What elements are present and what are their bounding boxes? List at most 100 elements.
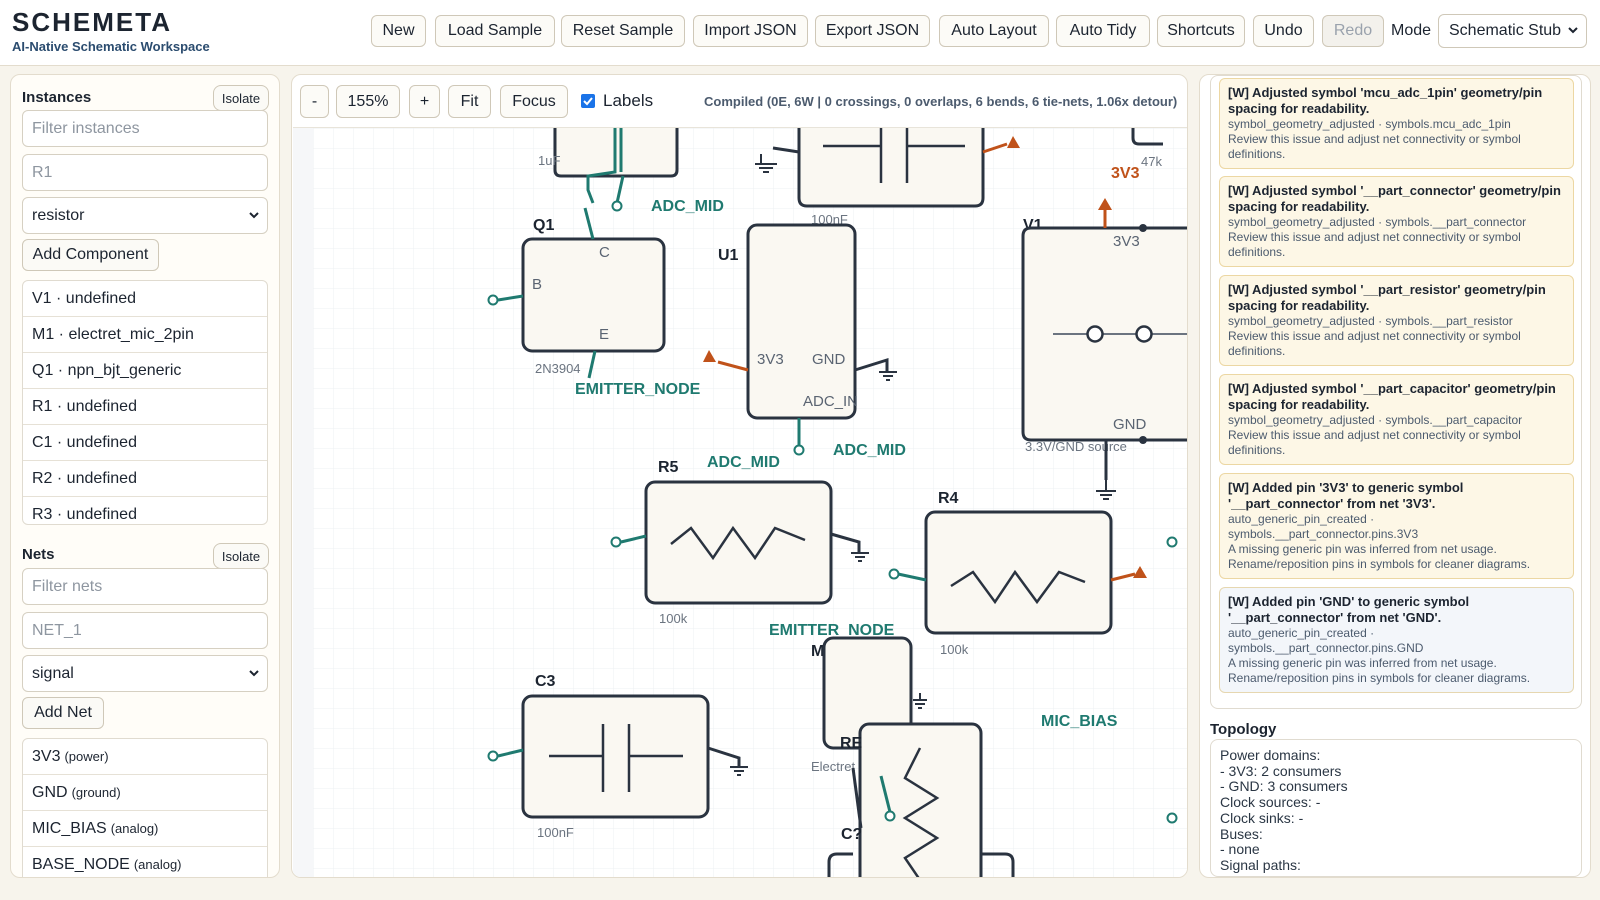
schematic-svg[interactable]: 1uF ADC_MID 100nF 47k 3V3 Q1 — [293, 128, 1188, 878]
auto-tidy-button[interactable]: Auto Tidy — [1056, 15, 1150, 47]
zoom-level-button[interactable]: 155% — [336, 85, 400, 118]
part-value: 100k — [659, 611, 688, 626]
zoom-in-button[interactable]: + — [409, 85, 440, 118]
net-label: MIC_BIAS — [1041, 713, 1118, 730]
net-item-kind: (ground) — [71, 785, 121, 800]
pin-terminal[interactable] — [888, 568, 900, 580]
undo-button[interactable]: Undo — [1253, 15, 1314, 47]
re-resistor[interactable] — [858, 722, 983, 878]
pin-label: 3V3 — [757, 351, 784, 368]
add-net-button[interactable]: Add Net — [22, 697, 104, 729]
net-type-select[interactable]: signal — [22, 655, 268, 692]
pin-label: B — [532, 276, 542, 293]
power-arrow-icon — [703, 350, 716, 362]
issue-card[interactable]: [W] Adjusted symbol '__part_resistor' ge… — [1219, 275, 1574, 366]
issue-hint: Review this issue and adjust net connect… — [1228, 132, 1521, 161]
r5-resistor[interactable]: 100k — [644, 480, 833, 626]
isolate-nets-button[interactable]: Isolate — [213, 543, 269, 569]
right-sidebar: [W] Adjusted symbol 'mcu_adc_1pin' geome… — [1199, 74, 1591, 878]
pin-terminal[interactable] — [487, 294, 499, 306]
pin-label: 3V3 — [1113, 233, 1140, 250]
schematic-canvas[interactable]: 1uF ADC_MID 100nF 47k 3V3 Q1 — [293, 127, 1188, 878]
issue-card[interactable]: [W] Added pin 'GND' to generic symbol '_… — [1219, 587, 1574, 693]
issue-meta: symbol_geometry_adjusted · symbols.__par… — [1228, 314, 1513, 328]
issue-meta: symbol_geometry_adjusted · symbols.mcu_a… — [1228, 117, 1511, 131]
zoom-out-button[interactable]: - — [300, 85, 329, 118]
instance-item[interactable]: R1 · undefined — [23, 389, 267, 425]
instance-item[interactable]: R3 · undefined — [23, 497, 267, 524]
capacitor-top-left[interactable]: 1uF — [538, 128, 679, 178]
q1-transistor[interactable]: C B E 2N3904 — [521, 237, 666, 376]
issue-hint: Review this issue and adjust net connect… — [1228, 329, 1521, 358]
instance-item[interactable]: M1 · electret_mic_2pin — [23, 317, 267, 353]
nets-heading: Nets — [22, 546, 55, 563]
net-item[interactable]: 3V3(power) — [23, 739, 267, 775]
instance-item[interactable]: C1 · undefined — [23, 425, 267, 461]
shortcuts-button[interactable]: Shortcuts — [1157, 15, 1245, 47]
instance-item[interactable]: V1 · undefined — [23, 281, 267, 317]
fit-button[interactable]: Fit — [448, 85, 491, 118]
ref-label: C3 — [535, 673, 556, 690]
wire — [851, 767, 863, 829]
pin-terminal[interactable] — [611, 200, 623, 212]
issue-title: [W] Added pin 'GND' to generic symbol '_… — [1228, 594, 1470, 625]
labels-checkbox[interactable] — [581, 94, 595, 108]
pin-terminal[interactable] — [793, 444, 805, 456]
topology-line: - none — [1220, 841, 1260, 858]
part-value: Electret — [811, 759, 855, 774]
filter-nets-input[interactable]: Filter nets — [22, 568, 268, 605]
net-label: ADC_MID — [707, 454, 780, 471]
pin-terminal[interactable] — [487, 750, 499, 762]
issue-card[interactable]: [W] Added pin '3V3' to generic symbol '_… — [1219, 473, 1574, 579]
net-label: EMITTER_NODE — [575, 381, 701, 398]
net-item[interactable]: BASE_NODE(analog) — [23, 847, 267, 877]
net-name-input[interactable]: NET_1 — [22, 612, 268, 649]
r4-resistor[interactable]: 100k — [924, 510, 1113, 657]
junction-dot — [1139, 224, 1147, 232]
issue-card[interactable]: [W] Adjusted symbol '__part_capacitor' g… — [1219, 374, 1574, 465]
mode-select[interactable]: Schematic Stub — [1438, 14, 1587, 48]
redo-button[interactable]: Redo — [1322, 15, 1384, 47]
issue-card[interactable]: [W] Adjusted symbol 'mcu_adc_1pin' geome… — [1219, 78, 1574, 169]
ground-icon — [913, 693, 927, 709]
net-item[interactable]: MIC_BIAS(analog) — [23, 811, 267, 847]
ground-icon — [851, 552, 869, 562]
pin-terminal[interactable] — [1166, 812, 1178, 824]
wire — [897, 572, 927, 582]
v1-source[interactable]: 3V3 GND 3.3V/GND source — [1021, 226, 1188, 454]
issues-list: [W] Adjusted symbol 'mcu_adc_1pin' geome… — [1210, 75, 1582, 709]
issue-title: [W] Adjusted symbol '__part_capacitor' g… — [1228, 381, 1556, 412]
instance-item[interactable]: R2 · undefined — [23, 461, 267, 497]
new-button[interactable]: New — [371, 15, 426, 47]
issue-title: [W] Adjusted symbol '__part_connector' g… — [1228, 183, 1561, 214]
issue-hint: A missing generic pin was inferred from … — [1228, 542, 1531, 571]
topology-line: Power domains: — [1220, 747, 1321, 763]
export-json-button[interactable]: Export JSON — [815, 15, 930, 47]
reset-sample-button[interactable]: Reset Sample — [561, 15, 685, 47]
ground-icon — [1096, 480, 1116, 500]
chevron-down-icon — [1568, 27, 1578, 34]
capacitor-bottom[interactable] — [827, 852, 1015, 878]
net-list: 3V3(power) GND(ground) MIC_BIAS(analog) … — [22, 738, 268, 877]
pin-terminal[interactable] — [1166, 536, 1178, 548]
isolate-instances-button[interactable]: Isolate — [213, 85, 269, 111]
net-item[interactable]: GND(ground) — [23, 775, 267, 811]
pin-terminal[interactable] — [884, 810, 896, 822]
issue-card[interactable]: [W] Adjusted symbol '__part_connector' g… — [1219, 176, 1574, 267]
pin-label: GND — [812, 351, 846, 368]
instance-ref-input[interactable]: R1 — [22, 154, 268, 191]
import-json-button[interactable]: Import JSON — [693, 15, 808, 47]
auto-layout-button[interactable]: Auto Layout — [939, 15, 1049, 47]
u1-mcu-adc[interactable]: 3V3 GND ADC_IN — [746, 223, 858, 420]
ref-label: C? — [841, 826, 862, 843]
instance-type-select[interactable]: resistor — [22, 197, 268, 234]
filter-instances-input[interactable]: Filter instances — [22, 110, 268, 147]
resistor-top-right[interactable] — [1131, 128, 1163, 146]
c3-capacitor[interactable]: 100nF — [521, 694, 710, 840]
pin-terminal[interactable] — [610, 536, 622, 548]
capacitor-top-mid[interactable]: 100nF — [797, 128, 985, 227]
instance-item[interactable]: Q1 · npn_bjt_generic — [23, 353, 267, 389]
add-component-button[interactable]: Add Component — [22, 239, 159, 271]
focus-button[interactable]: Focus — [500, 85, 568, 118]
load-sample-button[interactable]: Load Sample — [435, 15, 555, 47]
